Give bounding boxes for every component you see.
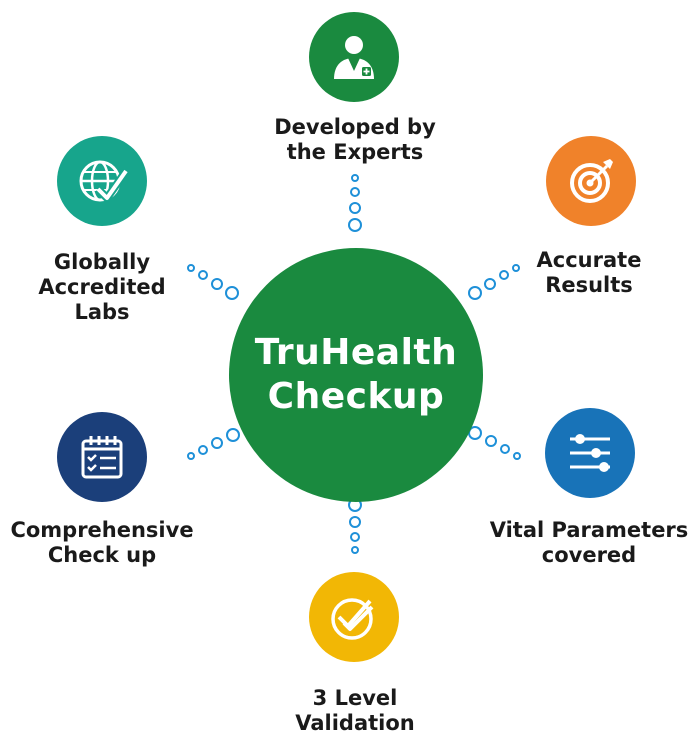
central-hub: TruHealth Checkup [229,248,483,502]
node-validation [309,572,399,662]
sliders-icon [570,434,610,472]
label-accredited: Globally Accredited Labs [27,250,177,325]
connector-dot [187,264,195,272]
connector-dot [350,187,360,197]
connector-dot [513,452,521,460]
label-line: 3 Level [312,686,398,710]
doctor-icon [334,36,374,79]
connector-dot [468,286,482,300]
label-line: Accredited [38,275,166,299]
connector-dot [350,532,360,542]
node-comprehensive [57,412,147,502]
globe-check-icon [79,160,130,202]
connector-dot [512,264,520,272]
label-line: Developed by [274,115,436,139]
connector-dot [187,452,195,460]
label-line: Vital Parameters [489,518,689,542]
label-line: the Experts [286,140,424,164]
label-line: Labs [74,300,130,324]
label-line: Validation [295,711,415,735]
node-accredited [57,136,147,226]
label-line: Comprehensive [10,518,194,542]
target-icon [570,159,613,203]
label-line: Results [545,273,633,297]
node-accurate [546,136,636,226]
connector-dot [500,444,510,454]
connector-dot [484,278,496,290]
node-experts [309,12,399,102]
label-line: Check up [47,543,157,567]
connector-dot [211,437,223,449]
label-line: Accurate [536,248,642,272]
label-accurate: Accurate Results [514,248,664,298]
connector-dot [198,445,208,455]
connector-dot [198,270,208,280]
label-validation: 3 Level Validation [255,686,455,736]
connector-dot [468,426,482,440]
node-vital [545,408,635,498]
connector-dot [499,270,509,280]
connector-dot [485,435,497,447]
connector-dot [226,428,240,442]
connector-dot [349,516,361,528]
connector-dot [211,278,223,290]
connector-dot [225,286,239,300]
calendar-check-icon [81,436,123,479]
connector-dot [351,174,359,182]
hub-title-line-1: TruHealth [254,332,458,373]
connector-dot [351,546,359,554]
double-check-icon [331,598,374,640]
label-experts: Developed by the Experts [255,115,455,165]
label-comprehensive: Comprehensive Check up [0,518,204,568]
connector-dot [348,218,362,232]
label-line: Globally [53,250,151,274]
label-vital: Vital Parameters covered [479,518,699,568]
hub-title-line-2: Checkup [267,376,445,417]
connector-dot [349,202,361,214]
label-line: covered [541,543,637,567]
